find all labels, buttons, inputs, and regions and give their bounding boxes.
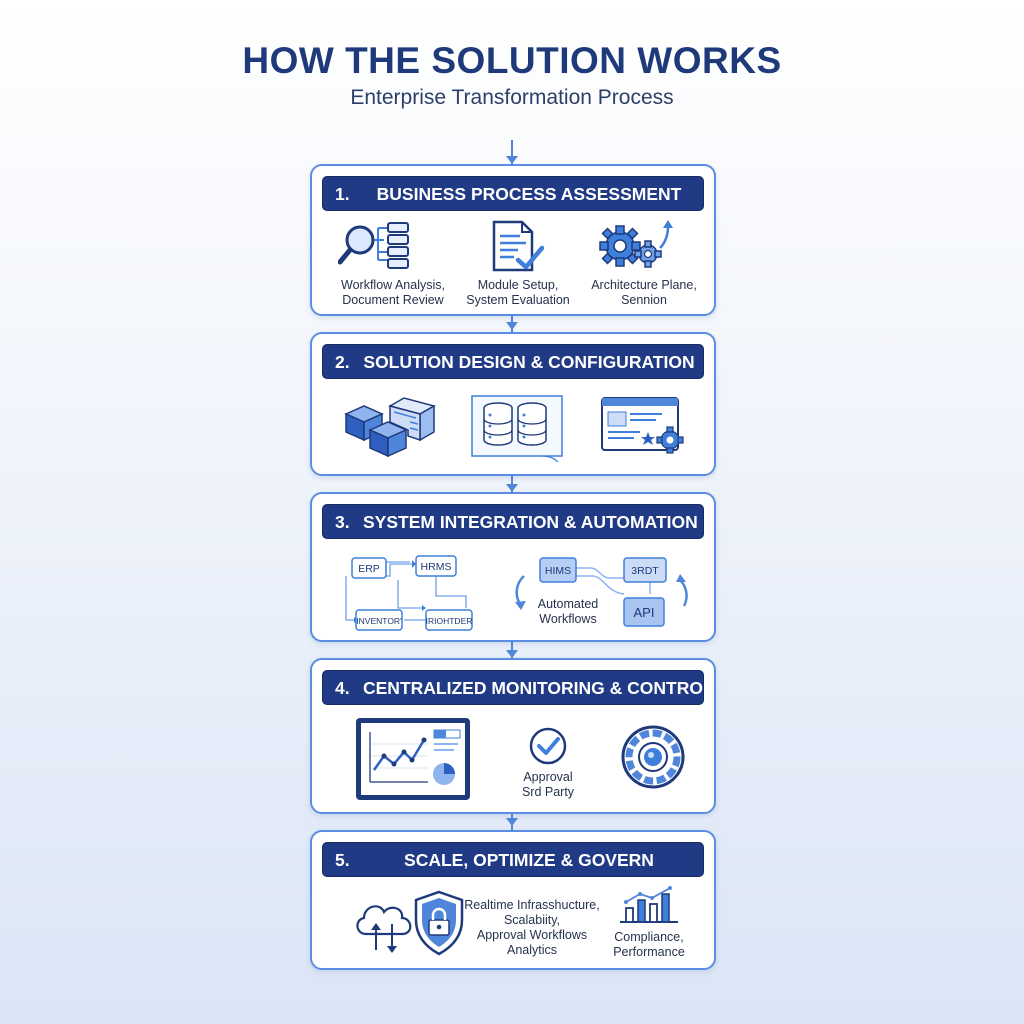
step-caption: Compliance, Performance [613, 930, 685, 959]
step-caption: Architecture Plane, Sennion [591, 278, 697, 307]
approval-caption: Approval Srd Party [521, 770, 575, 799]
inventory-node [355, 609, 403, 631]
step-title: BUSINESS PROCESS ASSESSMENT [376, 184, 682, 204]
step-banner: 3. SYSTEM INTEGRATION & AUTOMATION [322, 504, 704, 539]
step-banner: 2. SOLUTION DESIGN & CONFIGURATION [322, 344, 704, 379]
step-card-2: 2. SOLUTION DESIGN & CONFIGURATION [310, 332, 716, 476]
automation-diagram: HIMS 3RDT API Automated Workflows [515, 557, 688, 627]
step-banner: 5. SCALE, OPTIMIZE & GOVERN [322, 842, 704, 877]
step-number: 5. [335, 850, 350, 870]
monitor-node [425, 609, 473, 631]
api-node [623, 597, 665, 627]
automated-workflows-label: Workflows [539, 612, 596, 626]
cloud-upload-icon [356, 905, 412, 953]
cubes-icon [344, 397, 436, 458]
automated-workflows-label: Automated [538, 597, 599, 611]
step-caption: Module Setup, System Evaluation [466, 278, 570, 307]
step-banner: 1. BUSINESS PROCESS ASSESSMENT [322, 176, 704, 211]
third-party-node [623, 557, 667, 583]
step-caption: Realtime Infrasshucture, Scalabiity, App… [464, 898, 600, 957]
step-number: 1. [335, 184, 350, 204]
step-banner: 4. CENTRALIZED MONITORING & CONTROL [322, 670, 714, 705]
api-label: API [634, 605, 655, 620]
third-party-label: 3RDT [631, 565, 659, 577]
config-window-icon [601, 397, 684, 454]
erp-node [351, 557, 387, 579]
document-check-icon [492, 220, 545, 272]
step-card-4: 4. CENTRALIZED MONITORING & CONTROL Appr… [310, 658, 716, 814]
dashboard-chart-icon [356, 718, 470, 800]
step-title: CENTRALIZED MONITORING & CONTROL [363, 678, 714, 698]
control-dial-icon [621, 725, 685, 789]
system-network-diagram: ERP HRMS INVENTOR' IRIOHTDER [345, 555, 473, 631]
hrms-label: HRMS [421, 561, 452, 573]
hims-node [539, 557, 577, 583]
monitor-label: IRIOHTDER [426, 616, 473, 626]
page-title: HOW THE SOLUTION WORKS [242, 40, 782, 81]
step-number: 2. [335, 352, 350, 372]
step-card-5: 5. SCALE, OPTIMIZE & GOVERN Realtime Inf… [310, 830, 716, 970]
step-title: SYSTEM INTEGRATION & AUTOMATION [363, 512, 698, 532]
database-blueprint-icon [471, 395, 563, 462]
step-number: 4. [335, 678, 350, 698]
hims-label: HIMS [545, 565, 571, 577]
checkmark-circle-icon [529, 727, 567, 765]
growth-bar-chart-icon [620, 886, 678, 923]
page-subtitle: Enterprise Transformation Process [350, 86, 674, 109]
magnifier-chart-icon [338, 222, 409, 269]
inventory-label: INVENTOR' [356, 616, 402, 626]
step-number: 3. [335, 512, 350, 532]
gears-arrow-icon [599, 220, 673, 268]
security-shield-lock-icon [414, 890, 464, 956]
step-caption: Workflow Analysis, Document Review [341, 278, 445, 307]
hrms-node [415, 555, 457, 577]
step-title: SCALE, OPTIMIZE & GOVERN [404, 850, 654, 870]
step-title: SOLUTION DESIGN & CONFIGURATION [363, 352, 695, 372]
step-card-3: 3. SYSTEM INTEGRATION & AUTOMATION ERP H… [310, 492, 716, 642]
step-card-1: 1. BUSINESS PROCESS ASSESSMENT Workflow … [310, 164, 716, 316]
erp-label: ERP [358, 563, 380, 575]
